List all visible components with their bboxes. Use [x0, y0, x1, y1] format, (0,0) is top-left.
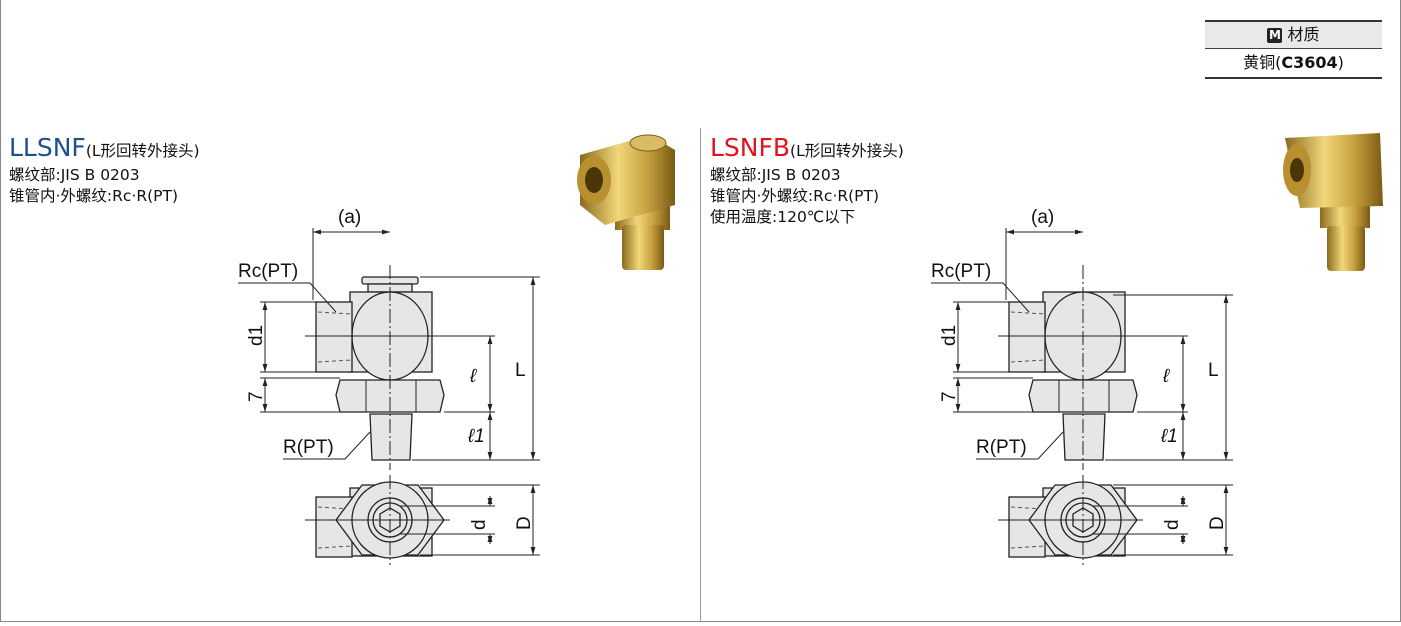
drawing-line	[317, 311, 353, 315]
spec-line: 锥管内·外螺纹:Rc·R(PT)	[9, 187, 179, 205]
hex-nut	[335, 379, 445, 413]
label-r: R(PT)	[283, 437, 334, 458]
drawing-line	[1010, 359, 1046, 363]
material-value: 黄铜(C3604)	[1205, 49, 1382, 79]
label-D: D	[1207, 516, 1228, 530]
leader-rc	[931, 282, 1030, 313]
threaded-stem	[1062, 413, 1106, 461]
label-r: R(PT)	[976, 437, 1027, 458]
label-d: d	[1162, 519, 1183, 530]
product-desc: (L形回转外接头)	[85, 142, 200, 160]
spec-line: 螺纹部:JIS B 0203	[710, 166, 841, 184]
material-code: C3604	[1281, 53, 1338, 72]
spec-line: 使用温度:120℃以下	[710, 208, 856, 226]
label-rc: Rc(PT)	[931, 261, 991, 282]
drawing-line	[1010, 545, 1046, 549]
label-L: L	[515, 360, 526, 381]
leader-rc	[238, 282, 337, 313]
product-info-lsnfb: LSNFB(L形回转外接头) 螺纹部:JIS B 0203 锥管内·外螺纹:Rc…	[710, 134, 904, 228]
material-table: M 材质 黄铜(C3604)	[1205, 20, 1382, 79]
label-D: D	[514, 516, 535, 530]
label-l: ℓ	[469, 366, 477, 387]
material-header: M 材质	[1205, 20, 1382, 49]
label-d: d	[469, 519, 490, 530]
spec-line: 锥管内·外螺纹:Rc·R(PT)	[710, 187, 880, 205]
spec-line: 螺纹部:JIS B 0203	[9, 166, 140, 184]
label-a: (a)	[1031, 207, 1054, 228]
product-code: LLSNF	[9, 133, 86, 162]
hex-nut	[1028, 379, 1138, 413]
material-name: 黄铜(	[1243, 53, 1282, 72]
drawing-line	[1010, 311, 1046, 315]
section-divider	[700, 128, 701, 622]
label-l1: ℓ1	[467, 426, 485, 447]
label-d1: d1	[939, 325, 960, 346]
material-header-label: 材质	[1287, 25, 1320, 44]
label-a: (a)	[338, 207, 361, 228]
label-7: 7	[939, 391, 960, 402]
product-desc: (L形回转外接头)	[790, 142, 904, 160]
material-badge: M	[1267, 28, 1283, 43]
label-l1: ℓ1	[1160, 426, 1178, 447]
leader-r	[976, 431, 1064, 460]
product-photo-llsnf	[577, 134, 675, 270]
drawing-line	[317, 359, 353, 363]
label-7: 7	[246, 391, 267, 402]
label-rc: Rc(PT)	[238, 261, 298, 282]
label-L: L	[1208, 360, 1219, 381]
threaded-stem	[369, 413, 413, 461]
label-l: ℓ	[1162, 366, 1170, 387]
leader-r	[283, 431, 371, 460]
product-code: LSNFB	[710, 133, 791, 162]
drawing-line	[317, 545, 353, 549]
material-suffix: )	[1337, 53, 1344, 72]
label-d1: d1	[246, 325, 267, 346]
product-photo-lsnfb	[1283, 133, 1383, 271]
product-info-llsnf: LLSNF(L形回转外接头) 螺纹部:JIS B 0203 锥管内·外螺纹:Rc…	[9, 134, 200, 207]
